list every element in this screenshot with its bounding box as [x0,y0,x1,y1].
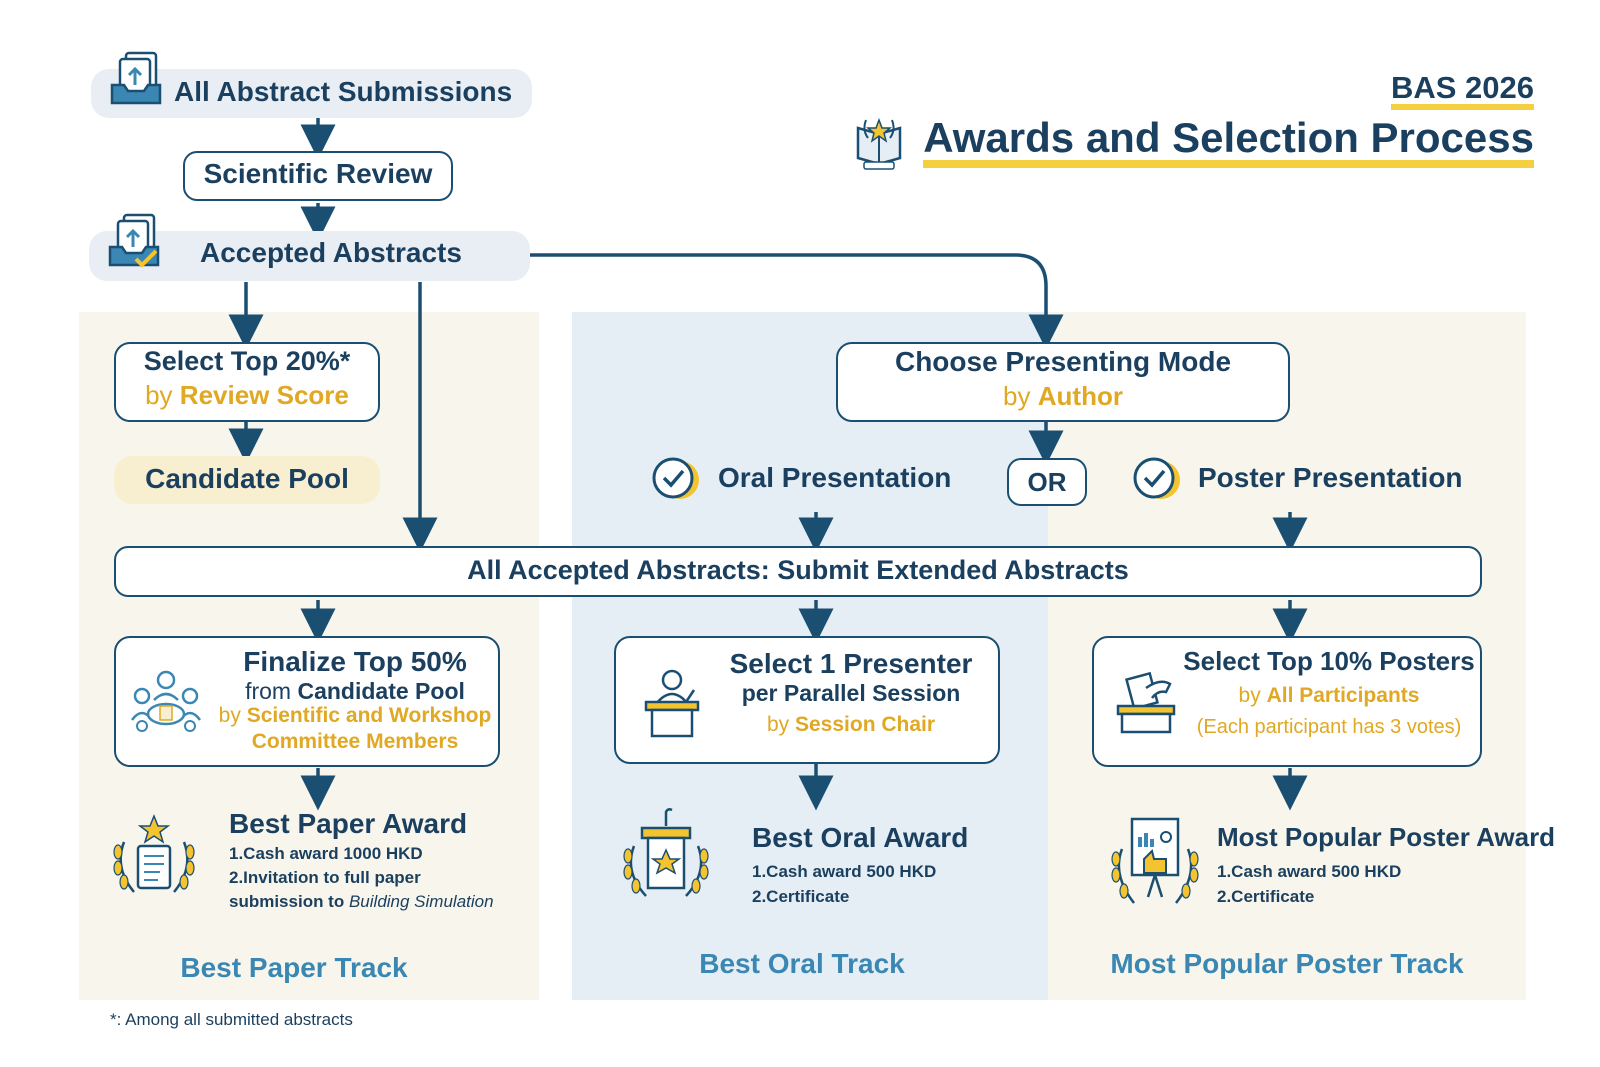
accepted-tray-icon [108,213,162,271]
paper-award-title: Best Paper Award [229,808,468,839]
poster-track-name: Most Popular Poster Track [1110,948,1464,979]
accepted-label: Accepted Abstracts [200,237,462,268]
from-label: from [245,678,292,704]
event-label: BAS 2026 [1390,72,1534,110]
select-presenter-sub: per Parallel Session [741,680,961,706]
oral-award-line-2: 2.Certificate [752,887,850,906]
accepted-node [89,231,530,281]
extended-abstracts-label: All Accepted Abstracts: Submit Extended … [467,555,1129,585]
choose-mode-node [836,342,1290,422]
candidate-pool-node [114,456,380,504]
by-label: by [766,713,790,736]
finalize-top-node [114,636,500,767]
paper-award-line-3: submission to Building Simulation [229,890,494,913]
select-top-node [114,342,380,422]
scientific-review-node [183,151,453,201]
all-submissions-node [91,69,532,118]
poster-presentation-label: Poster Presentation [1198,462,1463,493]
criterion-label: Review Score [179,380,349,410]
candidate-pool-ref: Candidate Pool [297,678,465,704]
select-top-title: Select Top 20%* [143,346,351,376]
committee-icon [130,670,202,732]
upload-tray-icon [110,51,162,107]
select-top-criterion: by Review Score [114,380,380,411]
select-presenter-title: Select 1 Presenter [729,648,973,679]
oral-award-line-1: 1.Cash award 500 HKD [752,862,937,881]
oral-award-title: Best Oral Award [752,822,969,853]
oral-check-icon [650,456,702,502]
oral-presentation-label: Oral Presentation [718,462,952,493]
select-presenter-by: by Session Chair [710,713,992,737]
select-posters-title: Select Top 10% Posters [1183,646,1475,676]
journal-name: Building Simulation [348,892,494,911]
criterion-label: Scientific and Workshop [246,704,492,727]
choose-mode-criterion: by Author [836,381,1290,412]
candidate-pool-label: Candidate Pool [145,463,349,494]
select-posters-note: (Each participant has 3 votes) [1196,716,1462,738]
paper-track-name: Best Paper Track [180,952,408,983]
footnote: *: Among all submitted abstracts [110,1010,353,1029]
finalize-by-line: by Scientific and Workshop [208,704,502,728]
podium-icon [642,668,702,738]
poster-check-icon [1131,456,1183,502]
oral-award-icon [620,806,712,906]
paper-award-line-1: 1.Cash award 1000 HKD [229,844,423,863]
finalize-from-line: from Candidate Pool [215,678,495,705]
criterion-label: All Participants [1266,684,1420,707]
poster-award-icon [1108,815,1202,911]
extended-abstracts-node [114,546,1482,597]
poster-award-line-1: 1.Cash award 500 HKD [1217,862,1402,881]
finalize-criterion-2: Committee Members [251,730,459,753]
criterion-label: Author [1037,381,1123,411]
select-posters-by: by All Participants [1182,684,1476,708]
or-node [1007,458,1087,506]
finalize-top-title: Finalize Top 50% [243,646,467,677]
by-label: by [1003,381,1031,411]
paper-award-icon [110,812,198,904]
criterion-label: Session Chair [794,713,936,736]
poster-award-line-2: 2.Certificate [1217,887,1315,906]
choose-mode-title: Choose Presenting Mode [894,346,1232,377]
by-label: by [218,704,241,727]
page-title: Awards and Selection Process [923,116,1534,168]
oral-track-name: Best Oral Track [699,948,905,979]
by-label: by [1238,684,1261,707]
paper-award-line-2: 2.Invitation to full paper [229,868,421,887]
poster-award-title: Most Popular Poster Award [1217,822,1556,852]
by-label: by [145,380,173,410]
award-book-icon [854,114,904,170]
ballot-box-icon [1116,670,1176,734]
scientific-review-label: Scientific Review [203,158,433,189]
submission-label: submission to [229,892,345,911]
all-submissions-label: All Abstract Submissions [174,76,513,107]
or-label: OR [1027,467,1067,497]
